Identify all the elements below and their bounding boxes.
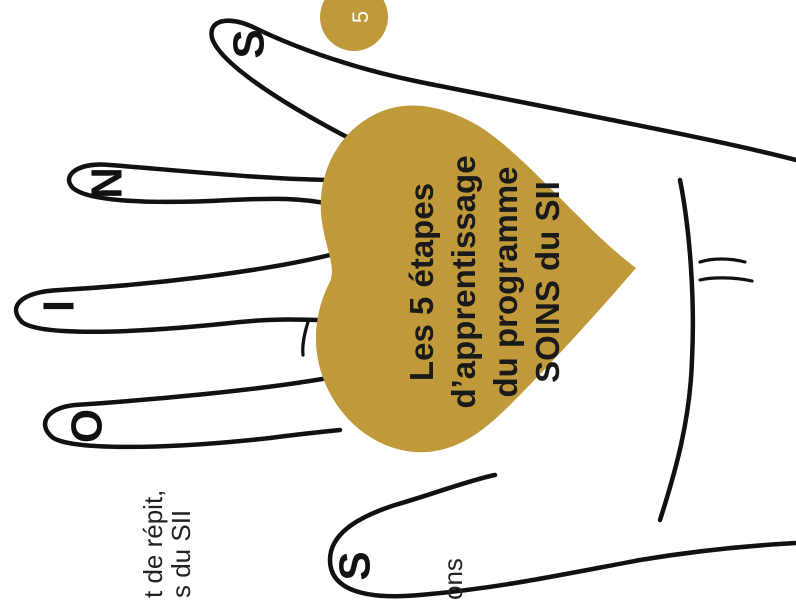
letter-i-middle: I [35,300,84,312]
side-text-line-3: ons [438,558,468,600]
letter-s-pinky: S [225,29,274,58]
heart-title-line-4: SOINS du SII [529,181,566,383]
letter-n-ring: N [83,167,132,199]
letter-s-thumb: S [331,551,380,580]
side-text-line-2: s du SII [166,510,196,598]
side-text-line-1: t de répit, [138,490,168,598]
heart-title-line-2: d’apprentissage [445,155,482,408]
heart-title-line-3: du programme [487,166,524,397]
step-badge [320,0,388,51]
letter-o-index: O [63,409,112,443]
step-badge-label: 5 [348,11,373,23]
heart-title-line-1: Les 5 étapes [403,183,440,381]
